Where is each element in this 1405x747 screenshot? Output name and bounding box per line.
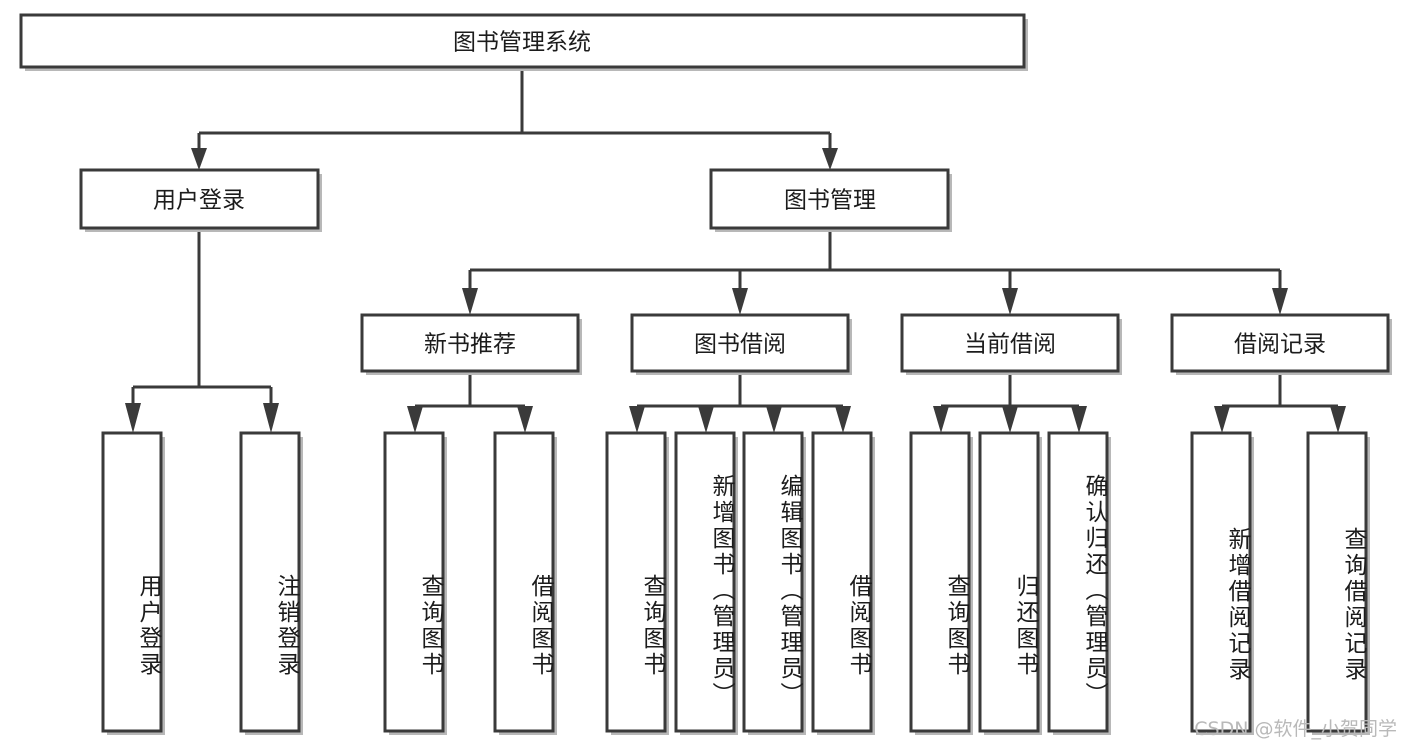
arrowhead-leaf-current-borrow-1 xyxy=(933,406,949,433)
arrowhead-borrow-record xyxy=(1272,288,1288,315)
node-borrow-record-rect[interactable] xyxy=(1170,313,1390,373)
node-current-borrow-label: 当前借阅 xyxy=(964,332,1056,358)
leaf-book-borrow-3-rect[interactable] xyxy=(742,431,804,733)
leaf-new-book-1-rect[interactable] xyxy=(383,431,445,733)
leaf-current-borrow-2-rect[interactable] xyxy=(978,431,1040,733)
arrowhead-leaf-borrow-record-2 xyxy=(1330,406,1346,433)
leaf-current-borrow-1[interactable] xyxy=(909,431,973,735)
leaf-current-borrow-3[interactable] xyxy=(1047,431,1111,735)
leaf-user-login-2[interactable] xyxy=(239,431,303,735)
leaf-book-borrow-2-rect[interactable] xyxy=(674,431,736,733)
leaf-borrow-record-1-rect[interactable] xyxy=(1190,431,1252,733)
leaf-user-login-1-rect[interactable] xyxy=(101,431,163,733)
arrowhead-user-login xyxy=(191,148,207,170)
arrowhead-leaf-book-borrow-3 xyxy=(766,406,782,433)
leaf-current-borrow-2[interactable] xyxy=(978,431,1042,735)
leaf-borrow-record-2[interactable] xyxy=(1306,431,1370,735)
node-root[interactable]: 图书管理系统 xyxy=(19,13,1028,71)
leaf-book-borrow-1[interactable] xyxy=(605,431,669,735)
arrowhead-book-borrow xyxy=(732,288,748,315)
leaf-current-borrow-3-rect[interactable] xyxy=(1047,431,1109,733)
leaf-new-book-2-rect[interactable] xyxy=(493,431,555,733)
arrowhead-leaf-book-borrow-2 xyxy=(698,406,714,433)
node-user-login-rect[interactable] xyxy=(79,168,320,230)
leaf-borrow-record-2-rect[interactable] xyxy=(1306,431,1368,733)
arrowhead-current-borrow xyxy=(1002,288,1018,315)
node-new-book-recommend-label: 新书推荐 xyxy=(424,332,516,358)
arrowhead-leaf-borrow-record-1 xyxy=(1214,406,1230,433)
node-user-login[interactable]: 用户登录 xyxy=(79,168,322,232)
node-root-label: 图书管理系统 xyxy=(453,30,591,56)
leaf-current-borrow-1-rect[interactable] xyxy=(909,431,971,733)
node-root-rect[interactable] xyxy=(19,13,1026,69)
leaf-new-book-2[interactable] xyxy=(493,431,557,735)
leaf-new-book-1[interactable] xyxy=(383,431,447,735)
connector-group xyxy=(125,67,1346,433)
node-book-borrow-rect[interactable] xyxy=(630,313,850,373)
node-book-borrow-label: 图书借阅 xyxy=(694,332,786,358)
node-new-book-recommend[interactable]: 新书推荐 xyxy=(360,313,582,375)
node-book-borrow[interactable]: 图书借阅 xyxy=(630,313,852,375)
arrowhead-leaf-current-borrow-2 xyxy=(1002,406,1018,433)
arrowhead-leaf-new-book-1 xyxy=(407,406,423,433)
arrowhead-book-manage xyxy=(822,148,838,170)
arrowhead-leaf-new-book-2 xyxy=(517,406,533,433)
node-borrow-record-label: 借阅记录 xyxy=(1234,332,1326,358)
leaf-book-borrow-1-rect[interactable] xyxy=(605,431,667,733)
node-user-login-label: 用户登录 xyxy=(153,188,245,214)
arrowhead-leaf-user-login-1 xyxy=(125,403,141,433)
node-borrow-record[interactable]: 借阅记录 xyxy=(1170,313,1392,375)
leaf-user-login-2-rect[interactable] xyxy=(239,431,301,733)
leaf-user-login-1[interactable] xyxy=(101,431,165,735)
arrowhead-leaf-user-login-2 xyxy=(263,403,279,433)
leaf-book-borrow-2[interactable] xyxy=(674,431,738,735)
leaf-borrow-record-1[interactable] xyxy=(1190,431,1254,735)
leaf-book-borrow-4[interactable] xyxy=(811,431,875,735)
leaf-book-borrow-3[interactable] xyxy=(742,431,806,735)
node-book-manage[interactable]: 图书管理 xyxy=(709,168,952,232)
arrowhead-new-book xyxy=(462,288,478,315)
leaf-book-borrow-4-rect[interactable] xyxy=(811,431,873,733)
arrowhead-leaf-book-borrow-1 xyxy=(629,406,645,433)
arrowhead-leaf-book-borrow-4 xyxy=(835,406,851,433)
node-current-borrow[interactable]: 当前借阅 xyxy=(900,313,1122,375)
node-current-borrow-rect[interactable] xyxy=(900,313,1120,373)
node-new-book-recommend-rect[interactable] xyxy=(360,313,580,373)
node-book-manage-rect[interactable] xyxy=(709,168,950,230)
arrowhead-leaf-current-borrow-3 xyxy=(1071,406,1087,433)
node-book-manage-label: 图书管理 xyxy=(784,188,876,214)
